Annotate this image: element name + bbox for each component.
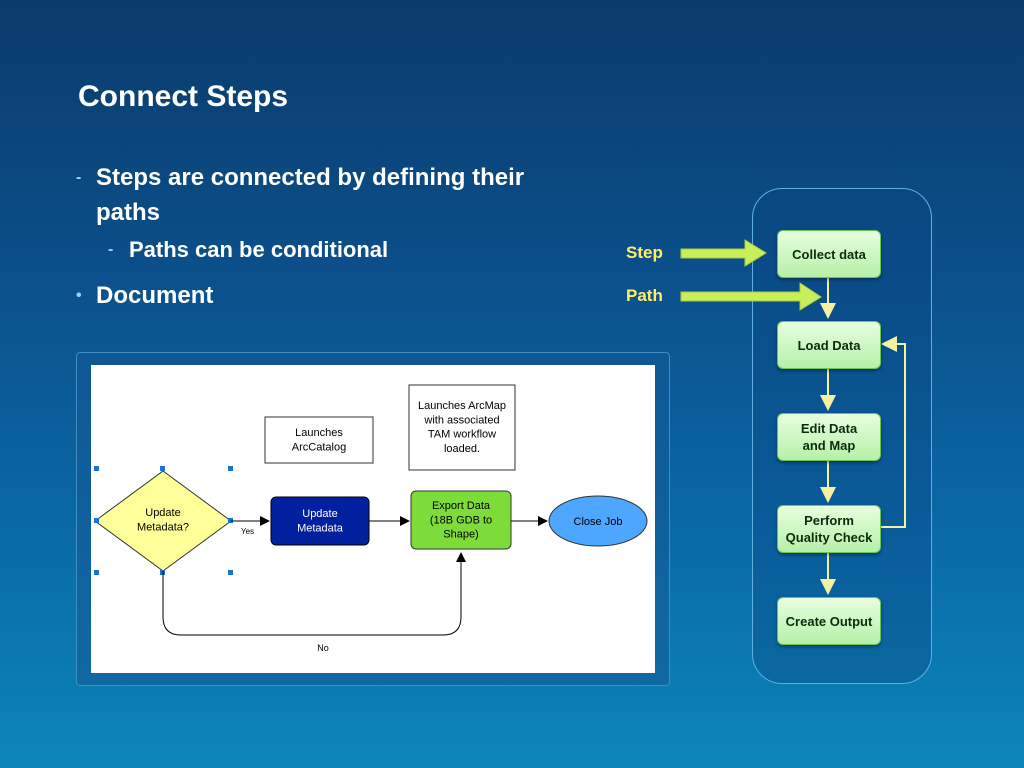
path-arrow (680, 282, 822, 311)
path-no-line (162, 552, 466, 636)
bullet-text: Document (96, 282, 214, 309)
bullet-item: • Document (76, 278, 556, 313)
legend-step-label: Step (626, 243, 663, 262)
sub-bullet-glyph: - (108, 241, 114, 258)
selection-handle[interactable] (228, 466, 233, 471)
path-yes-label: Yes (241, 527, 254, 536)
path-no-label: No (317, 643, 329, 653)
selection-handle[interactable] (160, 466, 165, 471)
selection-handle[interactable] (228, 518, 233, 523)
bullet-glyph: - (76, 169, 82, 186)
step-arrow (680, 239, 767, 267)
selection-handle[interactable] (94, 570, 99, 575)
selection-handle[interactable] (94, 466, 99, 471)
selection-handle[interactable] (228, 570, 233, 575)
node-collect-data[interactable]: Collect data (777, 230, 881, 278)
close-job-step[interactable] (548, 495, 648, 547)
bullet-glyph: • (76, 287, 82, 304)
bullet-list: - Steps are connected by defining their … (76, 160, 556, 313)
sub-bullet-item: - Paths can be conditional (76, 234, 556, 266)
bullet-item: - Steps are connected by defining their … (76, 160, 556, 230)
sub-bullet-text: Paths can be conditional (129, 237, 389, 262)
node-create-output[interactable]: Create Output (777, 597, 881, 645)
node-edit-data-and-map[interactable]: Edit Data and Map (777, 413, 881, 461)
annotation-arcmap-box (408, 384, 516, 471)
slide-title: Connect Steps (78, 80, 289, 113)
annotation-arccatalog-box (264, 416, 374, 464)
selection-handle[interactable] (94, 518, 99, 523)
loop-back-arrow (880, 336, 906, 528)
legend-path-label: Path (626, 286, 663, 305)
node-perform-quality-check[interactable]: Perform Quality Check (777, 505, 881, 553)
close-job-text: Close Job (574, 516, 623, 528)
export-data-step[interactable] (410, 490, 512, 550)
bullet-text: Steps are connected by defining their pa… (96, 164, 525, 226)
node-load-data[interactable]: Load Data (777, 321, 881, 369)
